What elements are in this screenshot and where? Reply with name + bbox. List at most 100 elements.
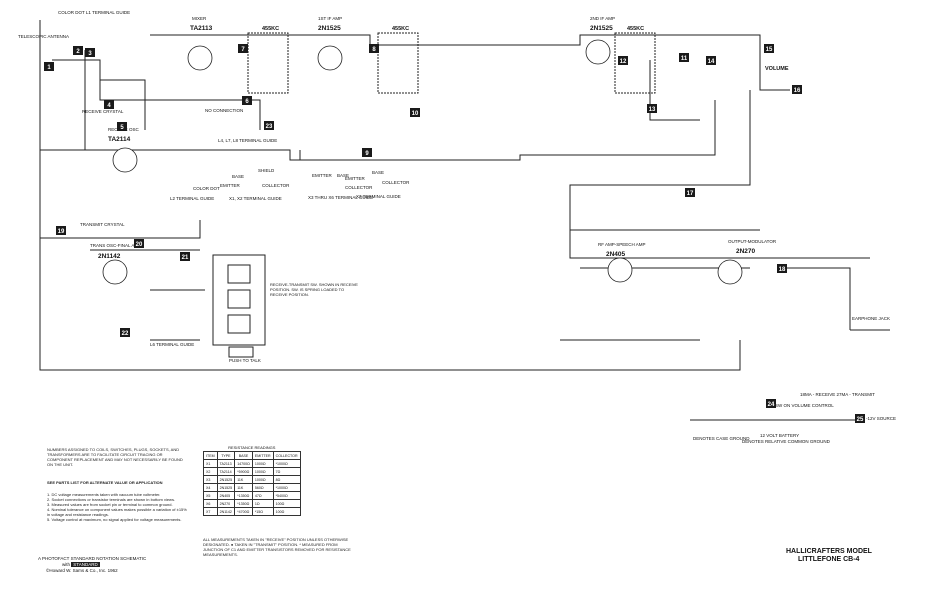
push-to-talk-label: PUSH TO TALK [229,358,261,363]
sw-on-label: SW ON VOLUME CONTROL [775,403,834,408]
callout-number: 13 [649,107,656,113]
callout-number: 12 [620,59,627,65]
if-label-1: 455KC [262,26,279,32]
table-cell: TA2113 [216,459,236,468]
measurements-note: ALL MEASUREMENTS TAKEN IN "RECEIVE" POSI… [203,537,351,557]
note-item: 4. Nominal tolerance on component values… [47,507,187,517]
if-transformers: 455KC 455KC 455KC [247,26,656,94]
table-cell: 2N1525 [216,483,236,492]
table-cell: 1000Ω [251,467,274,476]
common-ground-label: DENOTES RELATIVE COMMON GROUND [742,439,831,444]
no-connection-label: NO CONNECTION [205,108,243,113]
callout-box [134,239,144,248]
table-cell: 11K [234,483,253,492]
table-cell: 14700Ω [234,459,253,468]
callout-number: 9 [365,151,369,157]
callout-box [242,96,252,105]
callout-number: 23 [266,124,273,130]
callout-box [764,44,774,53]
rfamp-role: RF AMP-SPEECH AMP [598,242,646,247]
table-cell: 11K [234,475,253,484]
collector-label-2: COLLECTOR [345,185,373,190]
callout-box [73,46,83,55]
note-item: 2. Socket connections or transistor term… [47,497,176,502]
callout-number: 19 [58,229,65,235]
note-item: 1. DC voltage measurements taken with va… [47,492,161,497]
table-cell: X7 [203,507,218,516]
callout-number: 16 [794,88,801,94]
table-cell: 2N1142 [216,507,236,516]
base-guide-1: X1, X2 TERMINAL GUIDE [229,196,282,201]
if1-part: 2N1525 [318,25,341,32]
callout-number: 5 [120,125,124,131]
base-label-3: BASE [372,170,384,175]
callout-box [44,62,54,71]
if1-role: 1ST IF AMP [318,16,342,21]
transosc-role: TRANS OSC-FINAL AMP [90,243,141,248]
table-cell: 100Ω [272,499,301,508]
table-cell: X2 [203,467,218,476]
callout-box [362,148,372,157]
receive-crystal-label: RECEIVE CRYSTAL [82,109,124,114]
if2-part: 2N1525 [590,25,613,32]
callout-box [85,48,95,57]
callout-box [120,328,130,337]
emitter-label-2: EMITTER [312,173,332,178]
callout-box [679,53,689,62]
table-cell: X6 [203,499,218,508]
callout-box [410,108,420,117]
callout-number: 8 [372,47,376,53]
resistance-header-cell: EMITTER [251,451,274,460]
mixer-role: MIXER [192,16,207,21]
callout-number: 17 [687,191,694,197]
page-title: HALLICRAFTERS MODEL LITTLEFONE CB-4 [786,548,872,564]
if2-role: 2ND IF AMP [590,16,615,21]
resistance-header-cell: BASE [234,451,253,460]
l4-guide-label: L4, L7, L8 TERMINAL GUIDE [218,138,277,143]
numbers-note: NUMBERS ASSIGNED TO COILS, SWITCHES, PLU… [47,447,183,467]
earphone-label: EARPHONE JACK [852,316,890,321]
table-cell: 7Ω [272,467,301,476]
callout-box [369,44,379,53]
table-cell: 47Ω [251,491,274,500]
table-cell: *1000Ω [272,459,301,468]
l6-guide-label: L6 TERMINAL GUIDE [150,342,194,347]
base-label-1: BASE [232,174,244,179]
transistor-if2: 2ND IF AMP 2N1525 [585,16,615,65]
note-item: 3. Measured values are from socket pin o… [47,502,173,507]
resistance-caption: RESISTANCE READINGS [228,445,276,450]
table-cell: TA2114 [216,467,236,476]
callout-number: 2 [76,49,80,55]
color-dot-label: COLOR DOT [193,186,220,191]
table-cell: 1000Ω [251,475,274,484]
l2-guide-label: L2 TERMINAL GUIDE [170,196,214,201]
callout-number: 1 [47,65,51,71]
callout-box [685,188,695,197]
callout-box [180,252,190,261]
transistor-trans-osc: TRANS OSC-FINAL AMP 2N1142 [90,243,141,285]
title-line2: LITTLEFONE CB-4 [798,556,860,563]
table-cell: *1350Ω [234,491,253,500]
title-line1: HALLICRAFTERS MODEL [786,548,872,555]
table-cell: X1 [203,459,218,468]
callout-number: 24 [768,402,775,408]
color-dot-l1: COLOR DOT L1 TERMINAL GUIDE [58,10,130,15]
callout-number: 20 [136,242,143,248]
parts-list-note: SEE PARTS LIST FOR ALTERNATE VALUE OR AP… [47,480,163,485]
collector-label-1: COLLECTOR [262,183,290,188]
base-guide-2: X3 THRU X6 TERMINAL GUIDE [308,195,373,200]
table-cell: *5400Ω [272,491,301,500]
resistance-header-cell: COLLECTOR [272,451,301,460]
callout-box [647,104,657,113]
callout-number: 22 [122,331,129,337]
wiring [39,20,890,421]
